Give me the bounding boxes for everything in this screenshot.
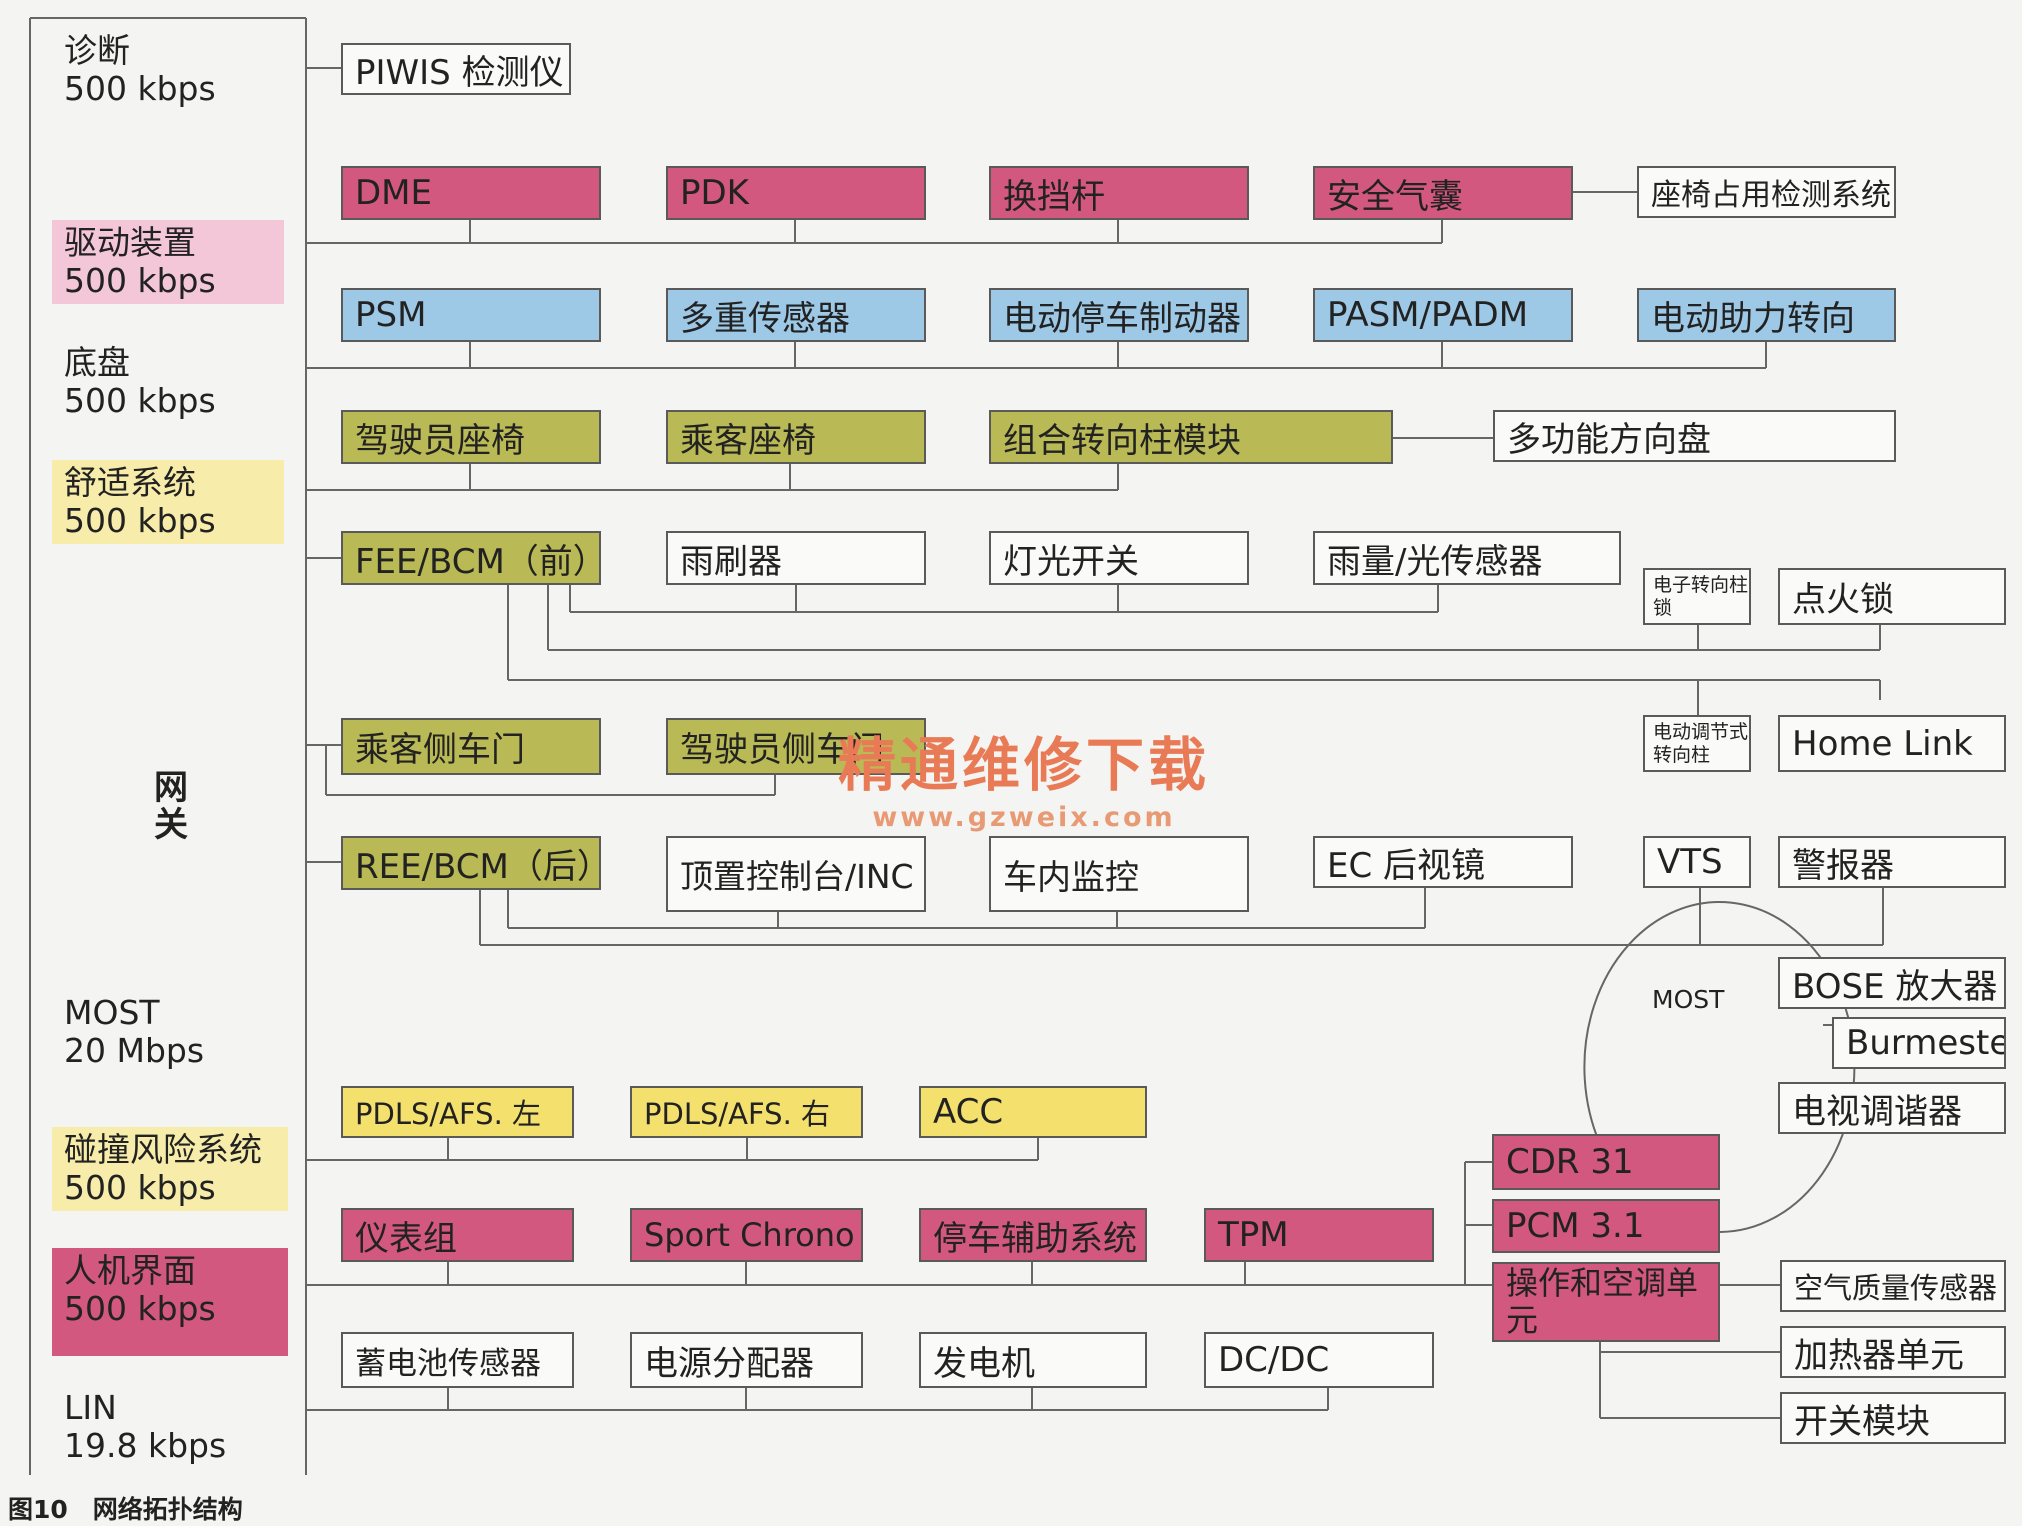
bus-speed: 500 kbps — [64, 1288, 216, 1328]
bus-label-lin: LIN 19.8 kbps — [52, 1385, 252, 1469]
module-pcm31: PCM 3.1 — [1492, 1199, 1720, 1253]
module-piwis-tester: PIWIS 检测仪 II — [341, 43, 571, 95]
bus-name: 舒适系统 — [64, 463, 196, 502]
bus-name: 人机界面 — [64, 1251, 196, 1290]
module-passenger-seat: 乘客座椅 — [666, 410, 926, 464]
module-airbag: 安全气囊 — [1313, 166, 1573, 220]
bus-label-comfort: 舒适系统 500 kbps — [52, 460, 284, 544]
module-ignition-lock: 点火锁 — [1778, 568, 2006, 625]
module-pasm-padm: PASM/PADM — [1313, 288, 1573, 342]
module-electric-power-steering: 电动助力转向 — [1637, 288, 1896, 342]
module-generator: 发电机 — [919, 1332, 1147, 1388]
bus-name: 诊断 — [64, 31, 130, 70]
module-instrument-cluster: 仪表组 — [341, 1208, 574, 1262]
module-home-link: Home Link — [1778, 715, 2006, 772]
module-electric-parking-brake: 电动停车制动器 — [989, 288, 1249, 342]
module-fee-bcm-front: FEE/BCM（前） — [341, 531, 601, 585]
module-pdk: PDK — [666, 166, 926, 220]
module-control-climate-unit: 操作和空调单元 — [1492, 1262, 1720, 1342]
bus-speed: 20 Mbps — [64, 1030, 205, 1070]
bus-speed: 500 kbps — [64, 380, 216, 420]
module-electronic-steering-lock: 电子转向柱锁 — [1643, 568, 1751, 625]
module-psm: PSM — [341, 288, 601, 342]
bus-speed: 500 kbps — [64, 500, 216, 540]
bus-label-diagnosis: 诊断 500 kbps — [52, 28, 252, 112]
module-tv-tuner: 电视调谐器 — [1778, 1082, 2006, 1134]
figure-caption: 图10 网络拓扑结构 — [8, 1495, 243, 1524]
bus-speed: 500 kbps — [64, 68, 216, 108]
module-interior-monitoring: 车内监控 — [989, 836, 1249, 912]
module-heater-unit: 加热器单元 — [1780, 1326, 2006, 1378]
module-ree-bcm-rear: REE/BCM（后） — [341, 836, 601, 890]
module-passenger-door: 乘客侧车门 — [341, 718, 601, 775]
module-parking-assist: 停车辅助系统 — [919, 1208, 1147, 1262]
module-wiper: 雨刷器 — [666, 531, 926, 585]
bus-name: 碰撞风险系统 — [64, 1130, 262, 1169]
module-gear-selector: 换挡杆 — [989, 166, 1249, 220]
module-pdls-afs-right: PDLS/AFS. 右 — [630, 1086, 863, 1138]
watermark: 精通维修下载 www.gzweix.com — [838, 718, 1210, 833]
bus-label-chassis: 底盘 500 kbps — [52, 340, 252, 424]
module-burmester: Burmester — [1832, 1017, 2006, 1069]
module-light-switch: 灯光开关 — [989, 531, 1249, 585]
bus-speed: 500 kbps — [64, 1167, 216, 1207]
watermark-url: www.gzweix.com — [872, 802, 1176, 833]
module-switch-module: 开关模块 — [1780, 1392, 2006, 1444]
module-acc: ACC — [919, 1086, 1147, 1138]
module-dc-dc: DC/DC — [1204, 1332, 1434, 1388]
module-rain-light-sensor: 雨量/光传感器 — [1313, 531, 1621, 585]
module-multi-sensor: 多重传感器 — [666, 288, 926, 342]
module-driver-seat: 驾驶员座椅 — [341, 410, 601, 464]
module-pdls-afs-left: PDLS/AFS. 左 — [341, 1086, 574, 1138]
module-steering-column-switch: 组合转向柱模块 — [989, 410, 1393, 464]
gateway-label: 网关 — [154, 768, 188, 846]
bus-name: 底盘 — [64, 343, 130, 382]
bus-name: LIN — [64, 1388, 117, 1427]
module-air-quality-sensor: 空气质量传感器 — [1780, 1260, 2006, 1312]
watermark-title: 精通维修下载 — [838, 731, 1211, 799]
bus-speed: 19.8 kbps — [64, 1425, 227, 1465]
module-vts: VTS — [1643, 836, 1751, 888]
module-seat-occupancy-detection: 座椅占用检测系统 — [1637, 166, 1896, 218]
module-alarm: 警报器 — [1778, 836, 2006, 888]
module-driver-door: 驾驶员侧车门 — [666, 718, 926, 775]
bus-label-most: MOST 20 Mbps — [52, 990, 252, 1074]
module-battery-sensor: 蓄电池传感器 — [341, 1332, 574, 1388]
most-ring-label: MOST — [1652, 985, 1725, 1014]
bus-name: MOST — [64, 993, 160, 1032]
module-multifunction-steering-wheel: 多功能方向盘 — [1493, 410, 1896, 462]
module-power-distributor: 电源分配器 — [630, 1332, 863, 1388]
module-overhead-console-inc: 顶置控制台/INC — [666, 836, 926, 912]
module-bose-amplifier: BOSE 放大器 — [1778, 957, 2006, 1009]
module-electric-adjustable-steering-column: 电动调节式转向柱 — [1643, 715, 1751, 772]
module-ec-rearview-mirror: EC 后视镜 — [1313, 836, 1573, 888]
bus-speed: 500 kbps — [64, 260, 216, 300]
bus-name: 驱动装置 — [64, 223, 196, 262]
bus-label-hmi: 人机界面 500 kbps — [52, 1248, 288, 1356]
module-dme: DME — [341, 166, 601, 220]
module-sport-chrono: Sport Chrono — [630, 1208, 863, 1262]
bus-label-crash: 碰撞风险系统 500 kbps — [52, 1127, 288, 1211]
module-cdr31: CDR 31 — [1492, 1134, 1720, 1190]
bus-label-drive: 驱动装置 500 kbps — [52, 220, 284, 304]
module-tpm: TPM — [1204, 1208, 1434, 1262]
